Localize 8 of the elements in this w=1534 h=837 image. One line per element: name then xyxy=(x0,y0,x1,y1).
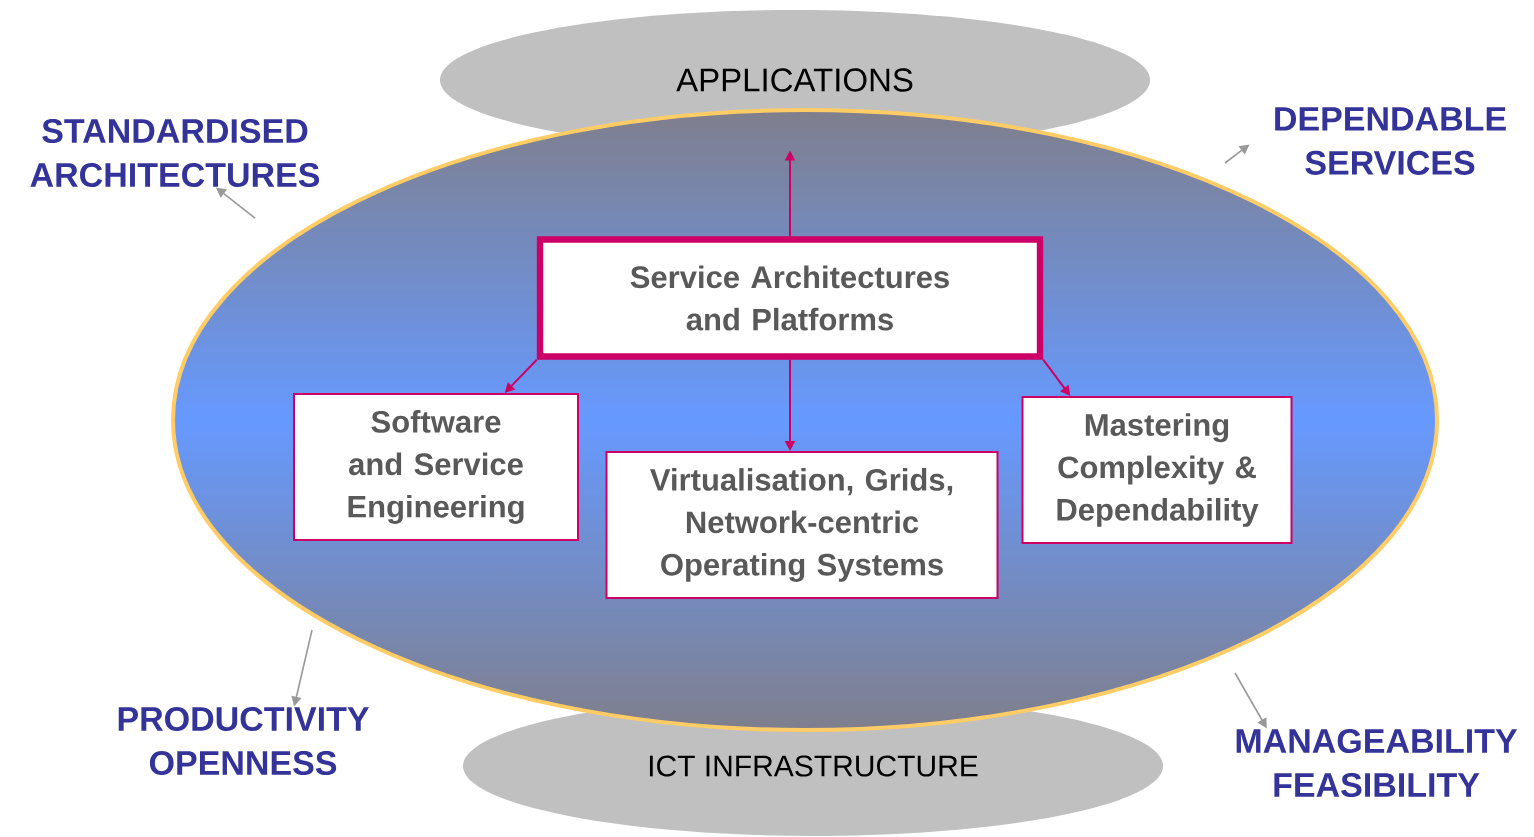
topic-box: Software and Service Engineering xyxy=(293,393,579,541)
topic-box: Service Architectures and Platforms xyxy=(536,236,1044,360)
goal-label: PRODUCTIVITY OPENNESS xyxy=(118,706,370,776)
goal-label: DEPENDABLE SERVICES xyxy=(1275,107,1506,175)
topic-box: Mastering Complexity & Dependability xyxy=(1021,396,1293,544)
goal-label: MANAGEABILITY FEASIBILITY xyxy=(1236,728,1518,798)
goal-label: STANDARDISED ARCHITECTURES xyxy=(30,118,320,188)
topic-box: Virtualisation, Grids, Network-centric Operating Systems xyxy=(605,451,999,599)
